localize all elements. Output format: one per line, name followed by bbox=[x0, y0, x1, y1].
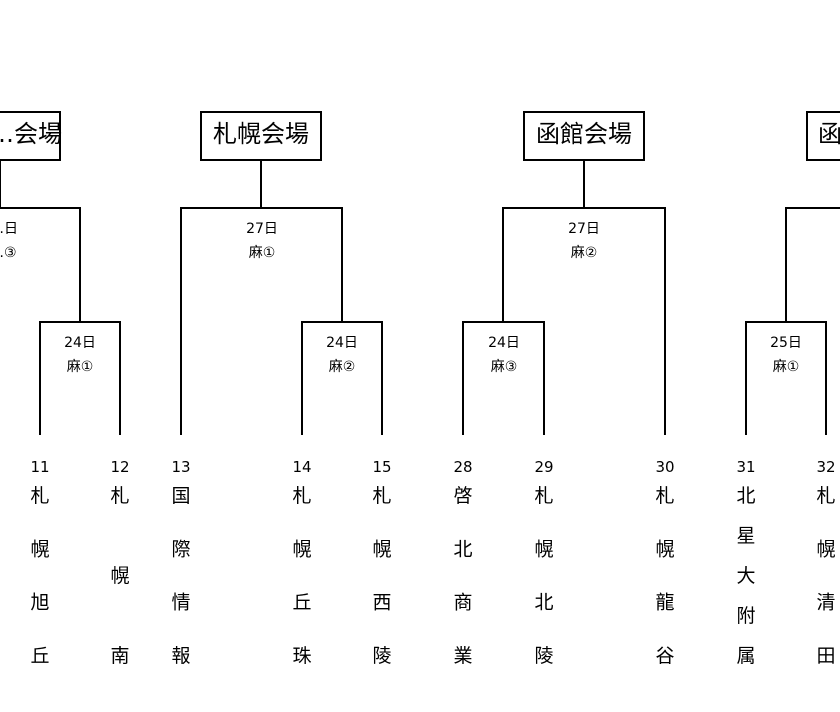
match-date: 25日 bbox=[770, 335, 802, 351]
team-number: 12 bbox=[110, 458, 129, 476]
team-name-char: 際 bbox=[171, 538, 190, 560]
bracket-line bbox=[462, 321, 545, 435]
bracket-line bbox=[180, 207, 343, 435]
team-number: 28 bbox=[453, 458, 472, 476]
match-court: 麻② bbox=[571, 245, 598, 261]
match-court: 麻① bbox=[67, 359, 94, 375]
team-name-char: 北 bbox=[534, 592, 553, 614]
team-name-char: 札 bbox=[110, 485, 129, 507]
team-name-char: 国 bbox=[171, 485, 190, 507]
match-date: …日 bbox=[0, 221, 18, 237]
bracket-lines bbox=[0, 160, 840, 435]
team-name-char: 珠 bbox=[292, 645, 311, 667]
match-court: 麻③ bbox=[491, 359, 518, 375]
team-name-char: 丘 bbox=[292, 592, 311, 614]
team-name-char: 北 bbox=[453, 538, 472, 560]
match-date: 24日 bbox=[326, 335, 358, 351]
team-name-char: 業 bbox=[453, 645, 472, 667]
venue-box bbox=[0, 111, 61, 161]
venue-box bbox=[806, 111, 840, 161]
team-name-char: 札 bbox=[372, 485, 391, 507]
venue-boxes: …会場 札幌会場 函館会場 函… bbox=[0, 111, 840, 161]
match-court: …③ bbox=[0, 245, 17, 261]
bracket-line bbox=[39, 321, 121, 435]
team-number: 14 bbox=[292, 458, 311, 476]
match-court: 麻① bbox=[249, 245, 276, 261]
bracket-line bbox=[745, 321, 827, 435]
venue-label: 札幌会場 bbox=[213, 120, 309, 148]
team-name-char: 幌 bbox=[655, 538, 674, 560]
match-date: 27日 bbox=[568, 221, 600, 237]
team-name-char: 西 bbox=[372, 592, 391, 614]
team-name-char: 情 bbox=[171, 592, 190, 614]
venue-box bbox=[200, 111, 322, 161]
match-date: 24日 bbox=[64, 335, 96, 351]
team-name-char: 谷 bbox=[655, 645, 674, 667]
team-name-char: 幌 bbox=[372, 538, 391, 560]
team-number: 29 bbox=[534, 458, 553, 476]
team-name-char: 大 bbox=[736, 565, 755, 587]
team-name-char: 幌 bbox=[30, 538, 49, 560]
team-name-char: 陵 bbox=[534, 645, 553, 667]
match-date: 27日 bbox=[246, 221, 278, 237]
team-name-char: 清 bbox=[816, 592, 835, 614]
team-name-char: 札 bbox=[292, 485, 311, 507]
team-name-char: 商 bbox=[453, 592, 472, 614]
team-name-char: 龍 bbox=[655, 592, 674, 614]
team-number: 30 bbox=[655, 458, 674, 476]
team-number: 32 bbox=[816, 458, 835, 476]
team-name-char: 丘 bbox=[30, 645, 49, 667]
match-court: 麻② bbox=[329, 359, 356, 375]
match-labels: …日 …③ 24日 麻① 27日 麻① 24日 麻② 27日 麻② 24日 麻③… bbox=[0, 221, 802, 375]
team-name-char: 札 bbox=[534, 485, 553, 507]
venue-label: 函… bbox=[818, 120, 840, 148]
bracket-line bbox=[301, 321, 383, 435]
venue-label: …会場 bbox=[0, 120, 62, 148]
team-number: 15 bbox=[372, 458, 391, 476]
team-name-char: 附 bbox=[736, 605, 755, 627]
match-court: 麻① bbox=[773, 359, 800, 375]
team-name-char: 北 bbox=[736, 485, 755, 507]
team-name-char: 啓 bbox=[453, 485, 472, 507]
team-number: 31 bbox=[736, 458, 755, 476]
team-name-char: 札 bbox=[816, 485, 835, 507]
venue-label: 函館会場 bbox=[536, 120, 632, 148]
team-name-char: 田 bbox=[816, 645, 835, 667]
team-name-char: 札 bbox=[30, 485, 49, 507]
team-name-char: 南 bbox=[110, 645, 129, 667]
team-name-char: 幌 bbox=[534, 538, 553, 560]
bracket-line bbox=[785, 207, 840, 322]
match-date: 24日 bbox=[488, 335, 520, 351]
team-name-char: 報 bbox=[171, 645, 190, 667]
team-name-char: 属 bbox=[736, 645, 755, 667]
team-number: 11 bbox=[30, 458, 49, 476]
team-name-char: 幌 bbox=[110, 565, 129, 587]
team-name-char: 札 bbox=[655, 485, 674, 507]
venue-box bbox=[523, 111, 645, 161]
bracket-line bbox=[502, 207, 666, 435]
team-name-char: 星 bbox=[736, 525, 755, 547]
team-name-char: 陵 bbox=[372, 645, 391, 667]
team-name-char: 旭 bbox=[30, 592, 49, 614]
team-name-char: 幌 bbox=[816, 538, 835, 560]
team-name-char: 幌 bbox=[292, 538, 311, 560]
team-numbers: 11 12 13 14 15 28 29 30 31 32 bbox=[30, 458, 835, 476]
team-number: 13 bbox=[171, 458, 190, 476]
bracket-line bbox=[0, 207, 81, 322]
